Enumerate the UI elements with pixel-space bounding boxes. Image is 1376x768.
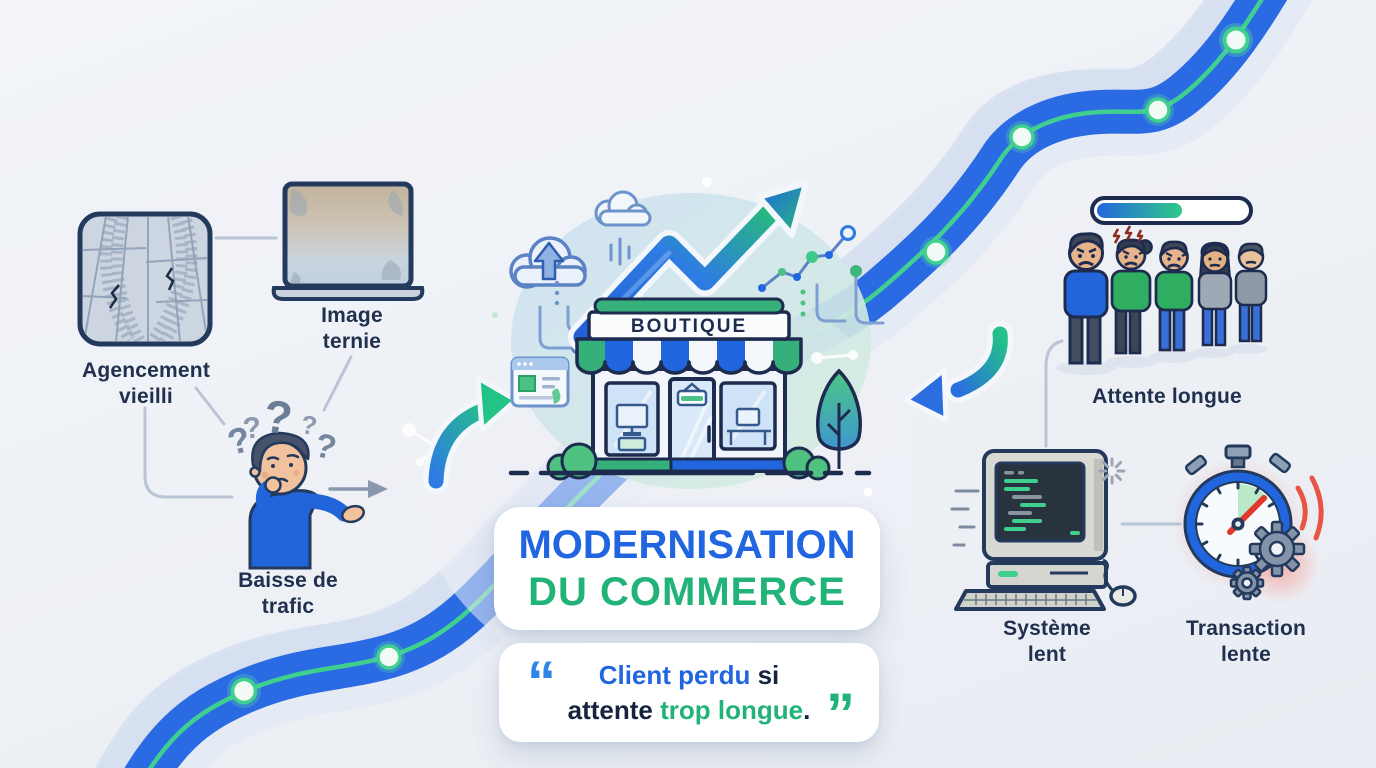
shop-door — [668, 377, 716, 473]
label-baisse-de-trafic: Baisse de trafic — [238, 569, 338, 618]
shop-base-blue — [669, 457, 787, 473]
quote-part-attente: attente — [567, 694, 661, 725]
queue-person-2 — [1110, 238, 1153, 355]
queue-person-5 — [1234, 242, 1268, 343]
angry-queue-icon — [1056, 225, 1268, 375]
quote-card: “ Client perdu si attente trop longue. ” — [499, 643, 879, 747]
shop-base-green — [591, 457, 673, 473]
label-systeme-lent: Système lent — [1003, 617, 1091, 666]
close-quote-icon: ” — [826, 682, 855, 748]
gear-small-icon — [1229, 565, 1265, 601]
road-milestone-nodes — [227, 23, 1253, 708]
speed-dashes — [950, 489, 980, 547]
circuit-lines-right — [815, 275, 885, 325]
circuit-node-green — [850, 265, 862, 277]
queue-progress-bar — [1090, 196, 1253, 225]
sparkle-dot — [702, 177, 712, 187]
worn-floor-icon — [77, 211, 213, 347]
green-swoosh-arrow-icon — [423, 375, 519, 494]
cloud-icon — [594, 190, 652, 227]
quote-line-1: Client perdu si — [599, 658, 780, 692]
shop-sign-text: BOUTIQUE — [631, 316, 747, 337]
shop-left-window — [604, 381, 660, 457]
tree-icon — [816, 368, 862, 469]
code-lines — [1004, 471, 1080, 535]
shop-roof-bar — [593, 297, 785, 315]
browser-window-icon — [510, 356, 570, 408]
label-transaction-lente: Transaction lente — [1185, 617, 1307, 666]
faded-laptop-icon — [271, 181, 425, 301]
white-molecule-decor — [811, 350, 858, 364]
dotted-line-decor — [554, 280, 560, 306]
shop-right-window — [719, 381, 777, 451]
queue-person-4 — [1197, 241, 1233, 347]
label-agencement-vieilli: Agencement vieilli — [81, 359, 211, 408]
right-arrow-icon — [328, 480, 388, 498]
dash-rain-decor — [609, 237, 631, 266]
sparkle-dot — [492, 312, 498, 318]
quote-part-si: si — [750, 660, 780, 691]
quote-part-client-perdu: Client perdu — [598, 660, 751, 691]
queue-person-3 — [1154, 240, 1194, 352]
connector-lines — [143, 236, 1182, 526]
shop-building — [591, 367, 787, 473]
slow-stopwatch-icon — [1172, 444, 1324, 604]
quote-line-2: attente trop longue. — [568, 693, 811, 727]
old-computer-icon — [950, 449, 1137, 611]
open-quote-icon: “ — [527, 650, 556, 715]
blue-swoosh-arrow-icon — [903, 321, 1014, 423]
mini-line-chart — [758, 225, 856, 292]
anger-bolts-icon — [1112, 225, 1144, 244]
green-dots-column — [800, 289, 806, 317]
cloud-upload-icon — [509, 236, 587, 289]
title-line-2: DU COMMERCE — [528, 569, 846, 614]
loading-spinner-icon — [1098, 457, 1126, 485]
gear-icon — [1229, 520, 1306, 601]
shop-awning — [575, 337, 803, 375]
growth-arrow-icon — [568, 180, 809, 352]
progress-fill — [1097, 203, 1182, 218]
queue-person-1 — [1063, 232, 1109, 365]
label-image-ternie: Image ternie — [321, 304, 383, 353]
confused-man-icon — [248, 431, 365, 570]
bush-right-icon — [782, 446, 831, 481]
label-attente-longue: Attente longue — [1092, 385, 1242, 408]
quote-part-period: . — [803, 694, 811, 725]
storefront-scene: BOUTIQUE — [492, 177, 885, 489]
vibration-arcs — [1295, 475, 1324, 541]
sparkle-dot — [863, 487, 873, 497]
title-line-1: MODERNISATION — [518, 522, 856, 567]
quote-part-trop-longue: trop longue — [660, 694, 804, 725]
title-card: MODERNISATION DU COMMERCE — [494, 507, 880, 630]
